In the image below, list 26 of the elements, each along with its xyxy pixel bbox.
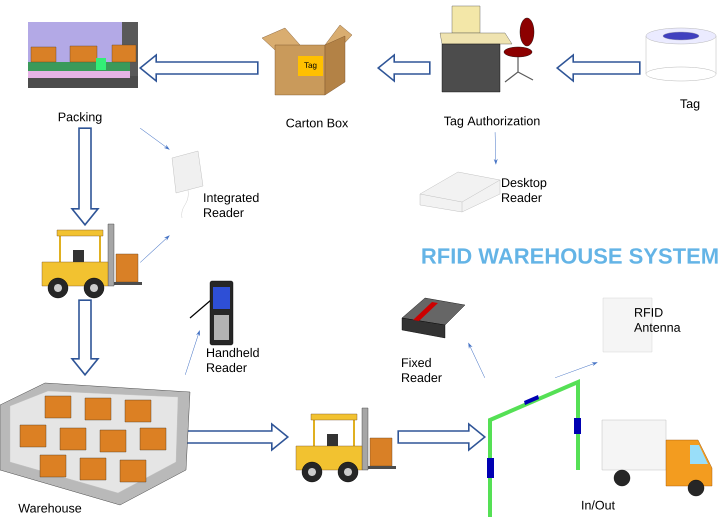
arrow bbox=[554, 362, 598, 378]
node-label: Fixed Reader bbox=[402, 358, 442, 382]
node-label: In/Out bbox=[582, 500, 615, 510]
node-label: Packing bbox=[58, 112, 102, 124]
node-label: Warehouse bbox=[18, 503, 82, 513]
block-arrow bbox=[70, 127, 100, 226]
block-arrow bbox=[138, 53, 259, 83]
node-label: Carton Box bbox=[286, 118, 348, 128]
title: RFID WAREHOUSE SYSTEM bbox=[422, 248, 718, 264]
block-arrow bbox=[70, 299, 100, 376]
arrow bbox=[184, 330, 200, 376]
block-arrow bbox=[397, 422, 486, 452]
arrow bbox=[140, 235, 170, 263]
forklift-drawing bbox=[296, 408, 396, 482]
node-label: Handheld Reader bbox=[207, 348, 259, 372]
block-arrow bbox=[556, 53, 641, 83]
forklift-drawing bbox=[42, 224, 142, 298]
node-label: RFID Antenna bbox=[634, 308, 681, 332]
block-arrow bbox=[376, 53, 431, 83]
node-label: Integrated Reader bbox=[204, 192, 258, 218]
node-label: Tag bbox=[680, 99, 700, 111]
arrow bbox=[140, 128, 170, 150]
node-label: Desktop Reader bbox=[502, 178, 546, 202]
arrow bbox=[494, 132, 498, 164]
node-label: Tag Authorization bbox=[444, 116, 540, 128]
arrow bbox=[468, 342, 486, 378]
